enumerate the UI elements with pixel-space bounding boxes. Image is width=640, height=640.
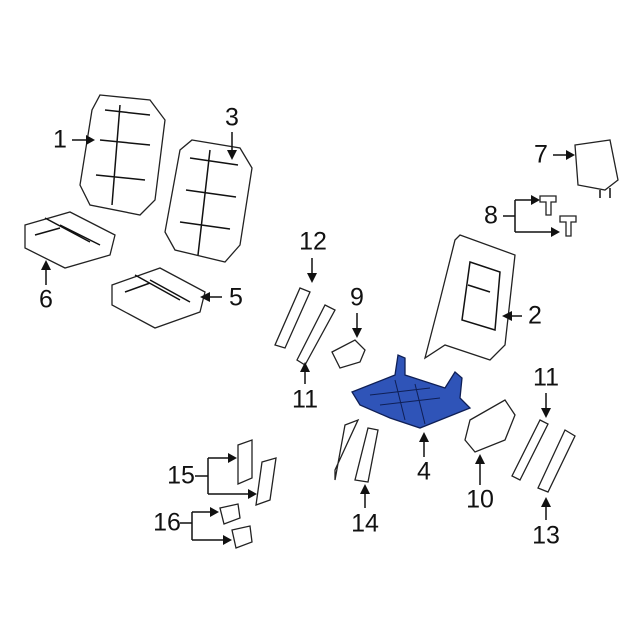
callout-1: 1: [53, 125, 67, 154]
callout-2: 2: [528, 301, 542, 330]
callout-3: 3: [225, 103, 239, 132]
part-15-covers[interactable]: [237, 439, 277, 506]
callout-14: 14: [351, 509, 379, 538]
part-11-trim-right[interactable]: [511, 419, 549, 481]
part-8-guides[interactable]: [539, 195, 577, 237]
callout-9: 9: [350, 283, 364, 312]
part-1-seat-back[interactable]: [79, 94, 166, 216]
part-6-seat-cushion[interactable]: [24, 211, 116, 269]
callout-4: 4: [417, 457, 431, 486]
callout-11-left: 11: [292, 385, 318, 414]
callout-16: 16: [153, 508, 181, 537]
callout-11-right: 11: [533, 363, 559, 392]
leader-lines: [41, 132, 575, 545]
callout-10: 10: [466, 485, 494, 514]
callout-5: 5: [229, 283, 243, 312]
callout-8: 8: [484, 201, 498, 230]
callout-15: 15: [167, 461, 195, 490]
callout-6: 6: [39, 285, 53, 314]
part-12-trim[interactable]: [274, 287, 311, 349]
part-3-seat-back[interactable]: [164, 139, 253, 263]
part-4-seat-cushion-frame[interactable]: [351, 354, 472, 429]
part-11-trim-left[interactable]: [296, 304, 336, 366]
part-14-support[interactable]: [334, 418, 379, 483]
callout-7: 7: [534, 140, 548, 169]
part-2-seat-back-frame[interactable]: [423, 234, 516, 361]
part-7-headrest[interactable]: [574, 139, 619, 198]
part-10-bracket[interactable]: [464, 399, 516, 453]
part-5-seat-cushion[interactable]: [111, 267, 206, 329]
callout-13: 13: [532, 521, 560, 550]
part-16-clips[interactable]: [219, 503, 253, 549]
part-13-trim[interactable]: [537, 429, 576, 493]
part-9-bracket[interactable]: [331, 339, 366, 369]
callout-12: 12: [299, 227, 327, 256]
